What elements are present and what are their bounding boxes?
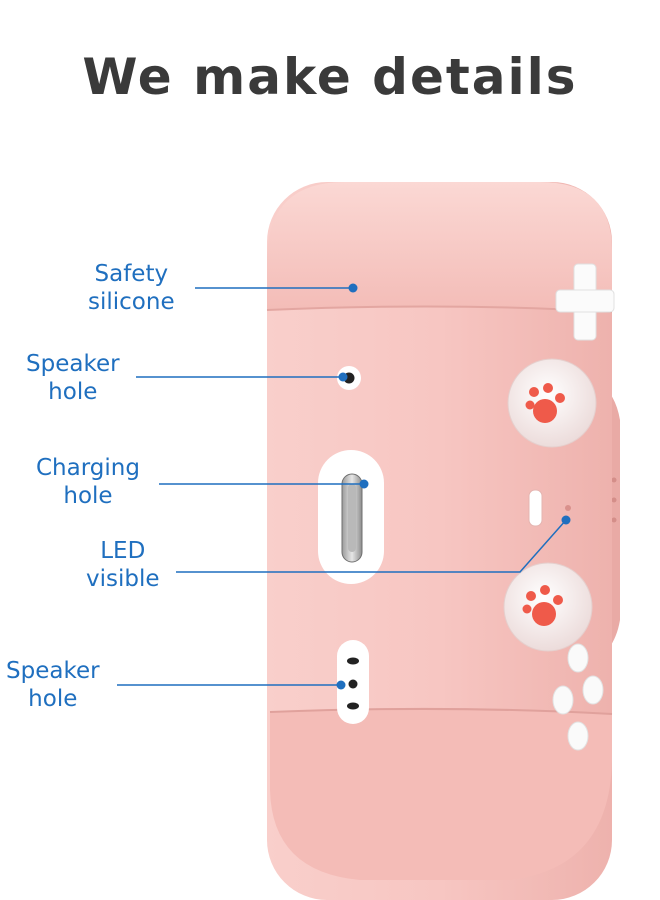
led-indicator [565,505,571,511]
callout-speaker-hole-bottom: Speaker hole [6,658,100,712]
joystick-top [507,358,597,448]
side-slot [528,489,543,527]
callout-safety-silicone: Safety silicone [88,261,175,315]
callout-leaders [117,283,571,690]
action-buttons [552,643,604,751]
charging-port-icon [318,450,384,584]
headline: We make details [82,48,578,106]
callout-charging-hole: Charging hole [36,455,140,509]
speaker-hole-bottom-icon [337,640,369,724]
callout-led-visible: LED visible [86,538,160,592]
joystick-bottom [503,562,593,652]
speaker-hole-top-icon [337,366,361,390]
case-bottom-rim [270,708,612,880]
silicone-cap [267,182,612,312]
dpad-icon [555,263,615,341]
callout-speaker-hole-top: Speaker hole [26,351,120,405]
